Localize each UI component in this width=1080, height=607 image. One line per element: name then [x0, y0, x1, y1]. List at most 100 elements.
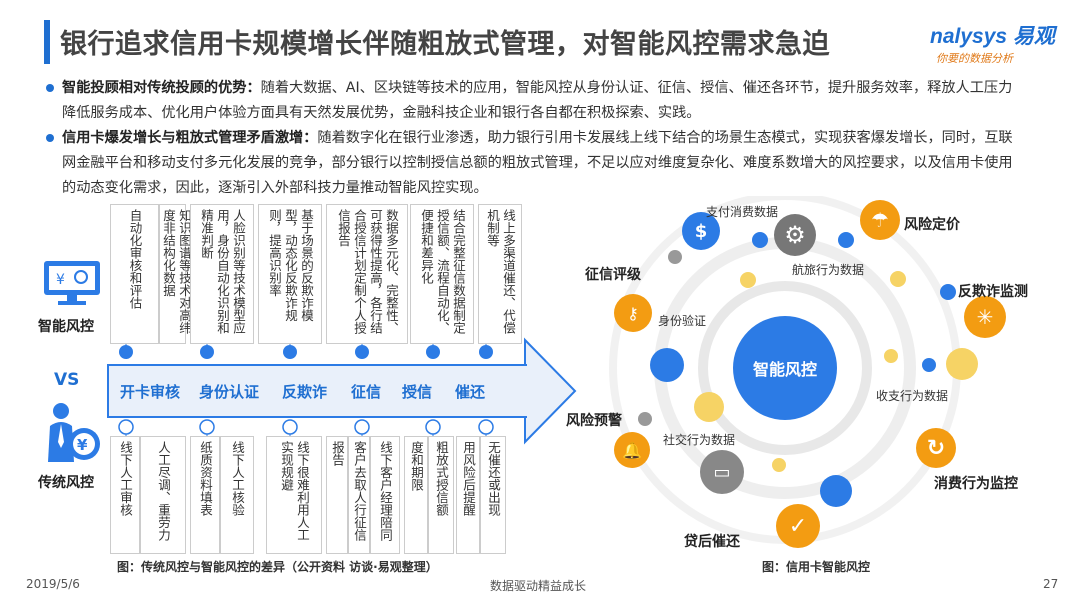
- refresh-icon: ↻: [916, 428, 956, 468]
- trad-col-11-text: 用风险后提醒: [461, 441, 476, 516]
- sparkle-icon: ✳: [964, 296, 1006, 338]
- page-number: 27: [1043, 577, 1059, 591]
- orbit-dot: [668, 250, 682, 264]
- check-icon: ✓: [776, 504, 820, 548]
- logo-main-text: nalysys 易观: [930, 25, 1055, 48]
- trad-col-11: 用风险后提醒: [456, 436, 480, 554]
- stage-collection: 催还: [455, 383, 486, 401]
- trad-col-9: 度和期限: [404, 436, 428, 554]
- stage-anti-fraud: 反欺诈: [282, 383, 328, 401]
- trad-col-5: 线下很难利用人工实现规避: [266, 436, 322, 554]
- smart-col-7: 线上多渠道催还、代偿机制等: [478, 204, 522, 344]
- bell-icon: 🔔: [614, 432, 650, 468]
- connector-lines: [118, 337, 577, 445]
- smart-col-2-text: 知识图谱等技术对高纬度非结构化数据: [161, 209, 192, 334]
- trad-col-10-text: 粗放式授信额: [434, 441, 449, 516]
- orbit-dot: [638, 412, 652, 426]
- label-risk-pricing: 风险定价: [904, 217, 960, 233]
- right-figure-caption: 图：信用卡智能风控: [762, 560, 871, 574]
- orbit-dot: [752, 232, 768, 248]
- orbit-dot: [946, 348, 978, 380]
- trad-col-7: 客户去取人行征信: [348, 436, 370, 554]
- center-smart-risk: 智能风控: [733, 316, 837, 420]
- trad-col-2-text: 人工尽调、重劳力: [156, 441, 171, 541]
- stage-card-review: 开卡审核: [120, 383, 181, 401]
- orbit-dot: [890, 271, 906, 287]
- trad-col-2: 人工尽调、重劳力: [140, 436, 186, 554]
- smart-col-6: 结合完整征信数据制定授信额、流程自动化、便捷和差异化: [410, 204, 474, 344]
- computer-monitor-icon: ¥: [44, 261, 100, 305]
- paragraph-1-lead: 智能投顾相对传统投顾的优势：: [62, 80, 261, 96]
- orbit-dot: [884, 349, 898, 363]
- smart-col-2: 知识图谱等技术对高纬度非结构化数据: [159, 204, 192, 344]
- paragraph-2: 信用卡爆发增长与粗放式管理矛盾激增：随着数字化在银行业渗透，助力银行引用卡发展线…: [46, 126, 1022, 201]
- label-risk-warning: 风险预警: [566, 413, 622, 429]
- smart-risk-label: 智能风控: [38, 319, 94, 335]
- trad-col-6-text: 报告: [330, 441, 345, 466]
- left-figure-caption: 图：传统风控与智能风控的差异（公开资料 访谈·易观整理）: [117, 560, 438, 574]
- trad-col-5-text: 线下很难利用人工实现规避: [279, 441, 310, 541]
- label-consumption-monitor: 消费行为监控: [934, 476, 1018, 492]
- trad-col-3: 纸质资料填表: [190, 436, 220, 554]
- paragraph-1-text: 随着大数据、AI、区块链等技术的应用，智能风控从身份认证、征信、授信、催还各环节…: [62, 80, 1013, 121]
- label-credit-rating: 征信评级: [585, 267, 641, 283]
- smart-col-1: 自动化审核和评估: [110, 204, 159, 344]
- trad-col-12: 无催还或出现: [480, 436, 506, 554]
- trad-col-8-text: 线下客户经理陪同: [378, 441, 393, 541]
- process-arrow: [107, 364, 527, 418]
- label-payment-data: 支付消费数据: [706, 205, 779, 219]
- orbit-dot: [650, 348, 684, 382]
- smart-col-3-text: 人脸识别等技术模型应用，身份自动化识别和精准判断: [199, 209, 246, 334]
- page-title: 银行追求信用卡规模增长伴随粗放式管理，对智能风控需求急迫: [60, 29, 830, 60]
- label-social-data: 社交行为数据: [663, 433, 736, 447]
- trad-col-7-text: 客户去取人行征信: [352, 441, 367, 541]
- money-bag-icon: $: [682, 212, 720, 250]
- stage-credit-check: 征信: [351, 383, 382, 401]
- bullet-dot-icon: [46, 84, 54, 92]
- logo-sub-text: 你要的数据分析: [936, 52, 1013, 65]
- trad-col-12-text: 无催还或出现: [486, 441, 501, 516]
- footer-slogan: 数据驱动精益成长: [490, 579, 587, 593]
- trad-col-6: 报告: [326, 436, 348, 554]
- banker-person-icon: ¥: [48, 403, 100, 462]
- smart-col-3: 人脸识别等技术模型应用，身份自动化识别和精准判断: [190, 204, 254, 344]
- paragraph-1: 智能投顾相对传统投顾的优势：随着大数据、AI、区块链等技术的应用，智能风控从身份…: [46, 76, 1022, 126]
- trad-col-4-text: 线下人工核验: [230, 441, 245, 516]
- stage-identity: 身份认证: [199, 383, 260, 401]
- svg-text:¥: ¥: [77, 436, 88, 454]
- smart-col-1-text: 自动化审核和评估: [127, 209, 143, 309]
- chat-icon: ▭: [700, 450, 744, 494]
- paragraph-2-lead: 信用卡爆发增长与粗放式管理矛盾激增：: [62, 130, 318, 146]
- trad-col-8: 线下客户经理陪同: [370, 436, 400, 554]
- stage-credit-grant: 授信: [402, 383, 433, 401]
- trad-col-4: 线下人工核验: [220, 436, 254, 554]
- key-icon: ⚷: [614, 294, 652, 332]
- label-anti-fraud-monitor: 反欺诈监测: [958, 284, 1028, 300]
- bullet-dot-icon: [46, 134, 54, 142]
- trad-col-3-text: 纸质资料填表: [198, 441, 213, 516]
- orbit-dot: [694, 392, 724, 422]
- label-income-data: 收支行为数据: [876, 389, 949, 403]
- svg-text:¥: ¥: [56, 272, 65, 288]
- trad-col-1-text: 线下人工审核: [118, 441, 133, 516]
- trad-col-1: 线下人工审核: [110, 436, 140, 554]
- orbit-dot: [740, 272, 756, 288]
- label-identity-verify: 身份验证: [658, 314, 707, 328]
- smart-col-5: 数据多元化、完整性、可获得性提高，各行结合授信计划定制个人授信报告: [326, 204, 408, 344]
- traditional-risk-label: 传统风控: [38, 475, 94, 491]
- smart-col-6-text: 结合完整征信数据制定授信额、流程自动化、便捷和差异化: [419, 209, 466, 334]
- orbit-dot: [922, 358, 936, 372]
- title-accent-bar: [44, 20, 50, 64]
- orbit-dot: [838, 232, 854, 248]
- vs-label: VS: [54, 370, 80, 390]
- orbit-dot: [820, 475, 852, 507]
- label-post-loan-collection: 贷后催还: [684, 534, 740, 550]
- smart-col-5-text: 数据多元化、完整性、可获得性提高，各行结合授信计划定制个人授信报告: [336, 209, 399, 334]
- orbit-dot: [940, 284, 956, 300]
- label-travel-data: 航旅行为数据: [792, 263, 865, 277]
- brand-logo: nalysys 易观 你要的数据分析: [930, 20, 1055, 66]
- trad-col-10: 粗放式授信额: [428, 436, 454, 554]
- umbrella-icon: ☂: [860, 200, 900, 240]
- trad-col-9-text: 度和期限: [409, 441, 424, 491]
- paragraph-2-text: 随着数字化在银行业渗透，助力银行引用卡发展线上线下结合的场景生态模式，实现获客爆…: [62, 130, 1013, 196]
